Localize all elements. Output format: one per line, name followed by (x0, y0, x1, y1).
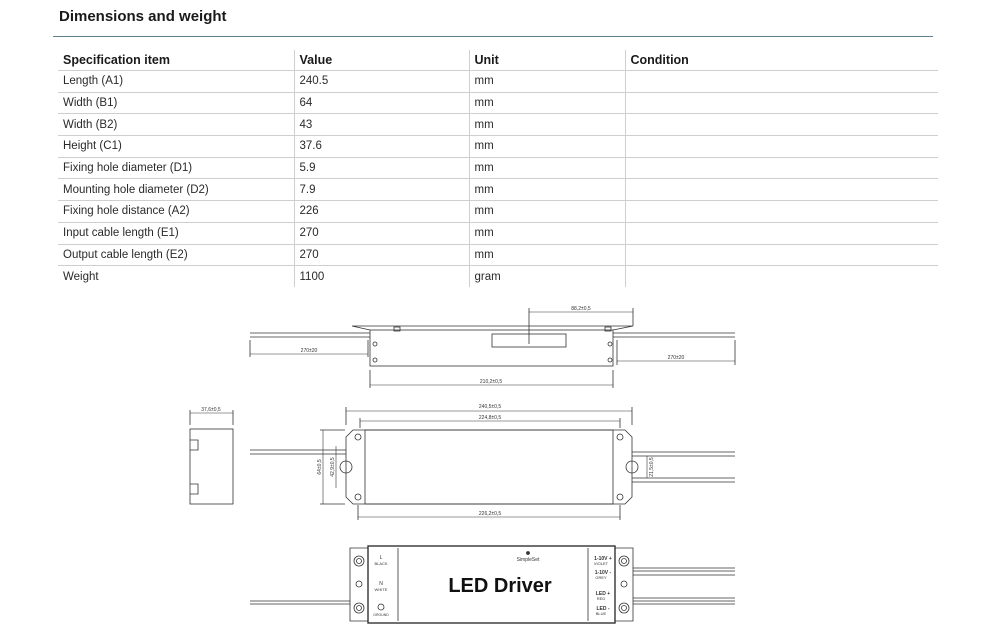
terminal-dim-plus: 1-10V + (594, 556, 612, 562)
terminal-led-minus-color: BLUE (596, 611, 607, 616)
cell-unit: mm (468, 178, 625, 202)
cell-item: Fixing hole diameter (D1) (58, 157, 294, 180)
cell-unit: mm (468, 244, 625, 267)
top-small-width: 21,5±0,5 (649, 457, 655, 477)
top-view: 240,5±0,5 224,8±0,5 226,2±0,5 64±0,5 42,… (250, 404, 735, 520)
cell-item: Input cable length (E1) (58, 222, 294, 245)
cell-item: Height (C1) (58, 135, 294, 158)
cell-unit: gram (468, 265, 625, 287)
terminal-dim-minus: 1-10V - (595, 570, 612, 576)
top-width: 64±0,5 (317, 459, 323, 474)
cell-item: Output cable length (E2) (58, 244, 294, 267)
table-header-row: Specification item Value Unit Condition (58, 50, 938, 71)
cell-item: Width (B2) (58, 113, 294, 137)
cell-value: 270 (293, 244, 469, 267)
cell-value: 5.9 (293, 157, 469, 180)
cell-value: 7.9 (293, 178, 469, 202)
mounting-hole-icon (618, 602, 630, 614)
side-cable-left: 270±20 (301, 348, 318, 354)
cell-value: 43 (293, 113, 469, 137)
technical-drawing: 88,2±0,5 270±20 270±20 210,2±0,5 37,6±0,… (189, 306, 736, 624)
cell-condition (624, 222, 938, 245)
cell-condition (624, 113, 938, 137)
cell-condition (624, 200, 938, 223)
side-body-length: 210,2±0,5 (480, 379, 502, 385)
front-view: 37,6±0,5 (189, 407, 234, 505)
cell-unit: mm (468, 92, 625, 115)
cell-condition (624, 92, 938, 115)
cell-item: Mounting hole diameter (D2) (58, 178, 294, 202)
brand-label: SimpleSet (517, 557, 540, 563)
terminal-n-color: WHITE (375, 587, 388, 592)
label-view: LED Driver SimpleSet L BLACK N WHITE GRO… (250, 545, 735, 624)
header-value: Value (293, 50, 469, 71)
cell-condition (624, 244, 938, 267)
terminal-led-plus-color: RED (597, 596, 606, 601)
terminal-n: N (379, 581, 383, 587)
mounting-hole-icon (618, 555, 630, 567)
header-condition: Condition (624, 50, 938, 71)
top-hole-distance: 226,2±0,5 (479, 511, 501, 517)
top-length: 240,5±0,5 (479, 404, 501, 410)
product-label: LED Driver (448, 575, 552, 597)
ground-icon (377, 603, 385, 611)
side-cable-right: 270±20 (668, 355, 685, 361)
side-dim-top: 88,2±0,5 (571, 306, 591, 312)
cell-unit: mm (468, 70, 625, 93)
cell-condition (624, 135, 938, 158)
cell-value: 37.6 (293, 135, 469, 158)
cell-condition (624, 178, 938, 202)
cell-value: 64 (293, 92, 469, 115)
cell-value: 270 (293, 222, 469, 245)
cell-value: 240.5 (293, 70, 469, 93)
cell-item: Width (B1) (58, 92, 294, 115)
terminal-led-plus: LED + (596, 591, 610, 597)
cell-unit: mm (468, 200, 625, 223)
mounting-hole-icon (353, 555, 365, 567)
cell-item: Length (A1) (58, 70, 294, 93)
terminal-ground: GROUND (373, 613, 389, 617)
cell-condition (624, 70, 938, 93)
header-unit: Unit (468, 50, 625, 71)
terminal-led-minus: LED - (596, 606, 609, 612)
cell-item: Weight (63, 270, 99, 283)
spec-table: Specification item Value Unit Condition … (58, 50, 938, 287)
cell-value: 1100 (293, 265, 469, 287)
front-height: 37,6±0,5 (201, 407, 221, 413)
terminal-l-color: BLACK (374, 561, 387, 566)
top-inner-length: 224,8±0,5 (479, 415, 501, 421)
title-divider (53, 36, 933, 37)
cell-unit: mm (468, 135, 625, 158)
terminal-dim-minus-color: GREY (595, 575, 607, 580)
cell-item: Fixing hole distance (A2) (58, 200, 294, 223)
cell-unit: mm (468, 157, 625, 180)
cell-unit: mm (468, 222, 625, 245)
cell-condition (624, 157, 938, 180)
header-spec-item: Specification item (58, 50, 294, 71)
cell-condition (624, 265, 938, 287)
cell-value: 226 (293, 200, 469, 223)
terminal-l: L (380, 555, 383, 561)
top-inner-width: 42,9±0,5 (330, 457, 336, 477)
side-view: 88,2±0,5 270±20 270±20 210,2±0,5 (249, 306, 736, 388)
mounting-hole-icon (353, 602, 365, 614)
cell-unit: mm (468, 113, 625, 137)
terminal-dim-plus-color: VIOLET (594, 561, 609, 566)
section-title: Dimensions and weight (59, 8, 227, 25)
